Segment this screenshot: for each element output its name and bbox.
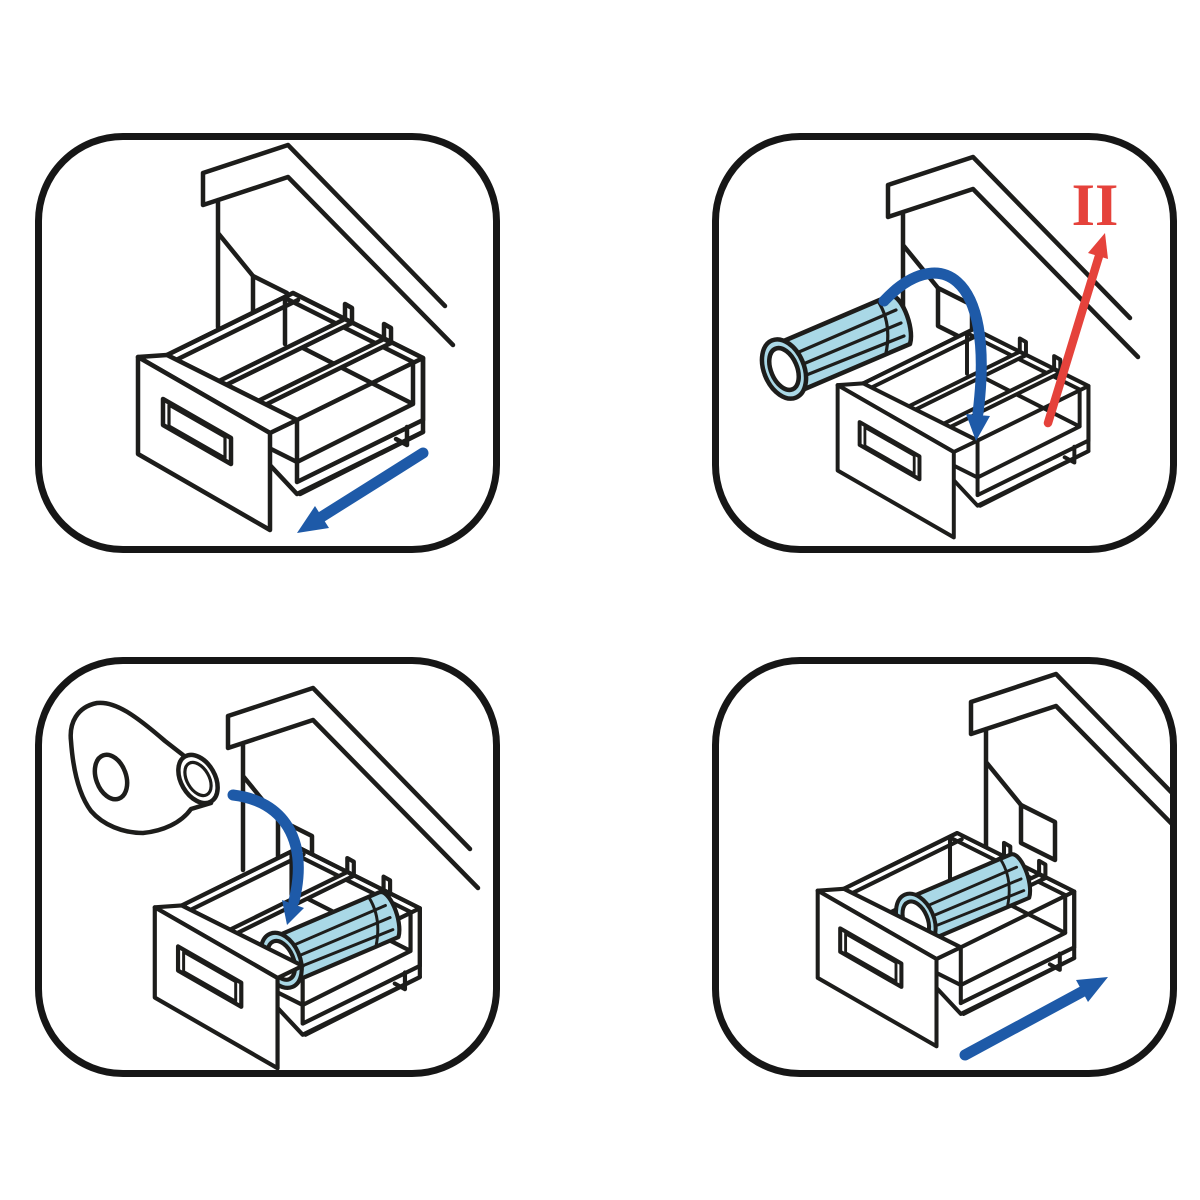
washing-machine-outline [228, 688, 478, 888]
push-direction-arrow [959, 977, 1108, 1061]
step-panel-3 [35, 657, 500, 1077]
insert-device-arrow [878, 267, 990, 441]
washing-machine-outline [971, 674, 1170, 874]
pour-arrow [227, 789, 304, 925]
step-panel-4 [712, 657, 1177, 1077]
step-panel-2: II [712, 133, 1177, 553]
compartment-II-arrow [1043, 233, 1108, 428]
detergent-bottle [68, 700, 220, 836]
step-panel-1 [35, 133, 500, 553]
compartment-label: II [1072, 172, 1119, 238]
pull-direction-arrow [297, 447, 429, 533]
